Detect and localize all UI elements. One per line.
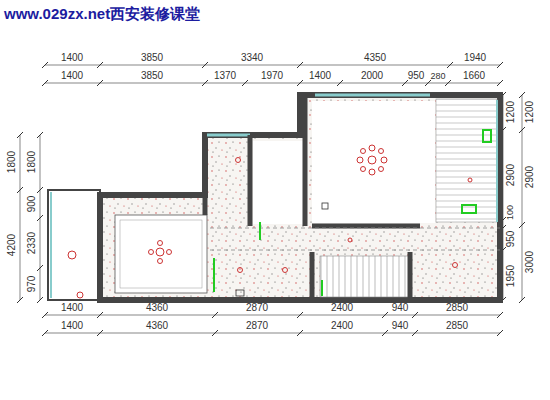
dimension-text: 900 xyxy=(27,196,37,213)
dimension-tick xyxy=(37,132,43,138)
dimension-text: 2900 xyxy=(506,164,516,186)
dimension-text: 4360 xyxy=(146,303,168,313)
dimension-tick xyxy=(497,312,503,318)
dimension-tick xyxy=(337,80,343,86)
dimension-tick xyxy=(497,62,503,68)
dimension-text: 4200 xyxy=(7,234,17,256)
dimension-text: 970 xyxy=(27,276,37,293)
dimension-tick xyxy=(42,312,48,318)
dimension-text: 1660 xyxy=(463,71,485,81)
dimension-tick xyxy=(37,215,43,221)
dimension-text: 1940 xyxy=(464,53,486,63)
dimension-tick xyxy=(412,330,418,336)
dimension-text: 950 xyxy=(408,71,425,81)
dimension-tick xyxy=(37,297,43,303)
dimension-tick xyxy=(497,330,503,336)
dimension-tick xyxy=(297,62,303,68)
dimension-text: 2000 xyxy=(361,71,383,81)
dimension-text: 1200 xyxy=(525,101,535,123)
dimension-text: 3850 xyxy=(141,53,163,63)
dimension-tick xyxy=(17,297,23,303)
dimension-text: 4360 xyxy=(146,321,168,331)
dimension-tick xyxy=(297,312,303,318)
dimension-text: 1370 xyxy=(214,71,236,81)
dimension-text: 1400 xyxy=(61,53,83,63)
dimension-tick xyxy=(212,312,218,318)
dimension-text: 1400 xyxy=(61,321,83,331)
dimension-text: 3000 xyxy=(525,251,535,273)
dimension-tick xyxy=(447,62,453,68)
dimension-text: 1400 xyxy=(61,303,83,313)
dimension-tick xyxy=(402,80,408,86)
dimension-tick xyxy=(382,312,388,318)
dimension-text: 2850 xyxy=(446,321,468,331)
dimension-tick xyxy=(42,62,48,68)
dimension-tick xyxy=(37,265,43,271)
dimension-tick xyxy=(242,80,248,86)
dimension-tick xyxy=(497,80,503,86)
dimension-text: 3850 xyxy=(141,71,163,81)
dimension-tick xyxy=(42,80,48,86)
dimension-tick xyxy=(97,62,103,68)
dimension-text: 1400 xyxy=(309,71,331,81)
watermark: www.029zx.net西安装修课堂 xyxy=(4,6,200,21)
dimension-text: 100 xyxy=(507,204,516,219)
dimension-tick xyxy=(202,62,208,68)
dimension-tick xyxy=(97,312,103,318)
dimension-tick xyxy=(97,330,103,336)
dimension-tick xyxy=(412,312,418,318)
dimension-text: 2870 xyxy=(246,303,268,313)
dimension-tick xyxy=(382,330,388,336)
dimension-text: 1200 xyxy=(506,101,516,123)
dimension-tick xyxy=(97,80,103,86)
dimension-text: 3340 xyxy=(241,53,263,63)
dimension-text: 2400 xyxy=(331,321,353,331)
dimension-text: 2400 xyxy=(331,303,353,313)
dimension-tick xyxy=(17,132,23,138)
dimension-text: 1800 xyxy=(7,151,17,173)
dimension-text: 1950 xyxy=(506,265,516,287)
dimension-tick xyxy=(37,187,43,193)
dimension-text: 4350 xyxy=(364,53,386,63)
dimension-text: 2850 xyxy=(446,303,468,313)
dimension-tick xyxy=(297,330,303,336)
dimension-text: 2900 xyxy=(525,166,535,188)
dimension-tick xyxy=(17,187,23,193)
dimension-text: 1970 xyxy=(261,71,283,81)
dimension-text: 950 xyxy=(506,231,516,248)
dimension-text: 2870 xyxy=(246,321,268,331)
dimension-tick xyxy=(202,80,208,86)
dimension-text: 2330 xyxy=(27,232,37,254)
dimension-tick xyxy=(519,92,525,98)
dimension-text: 940 xyxy=(392,303,409,313)
dimension-tick xyxy=(519,127,525,133)
dimension-tick xyxy=(519,222,525,228)
dimension-tick xyxy=(425,80,431,86)
dimension-text: 940 xyxy=(392,321,409,331)
dimension-tick xyxy=(445,80,451,86)
dimension-text: 1400 xyxy=(61,71,83,81)
dimension-tick xyxy=(212,330,218,336)
dimension-tick xyxy=(297,80,303,86)
dimension-text: 1800 xyxy=(27,151,37,173)
dimension-tick xyxy=(42,330,48,336)
dimension-tick xyxy=(519,297,525,303)
dimension-text: 280 xyxy=(430,72,445,81)
